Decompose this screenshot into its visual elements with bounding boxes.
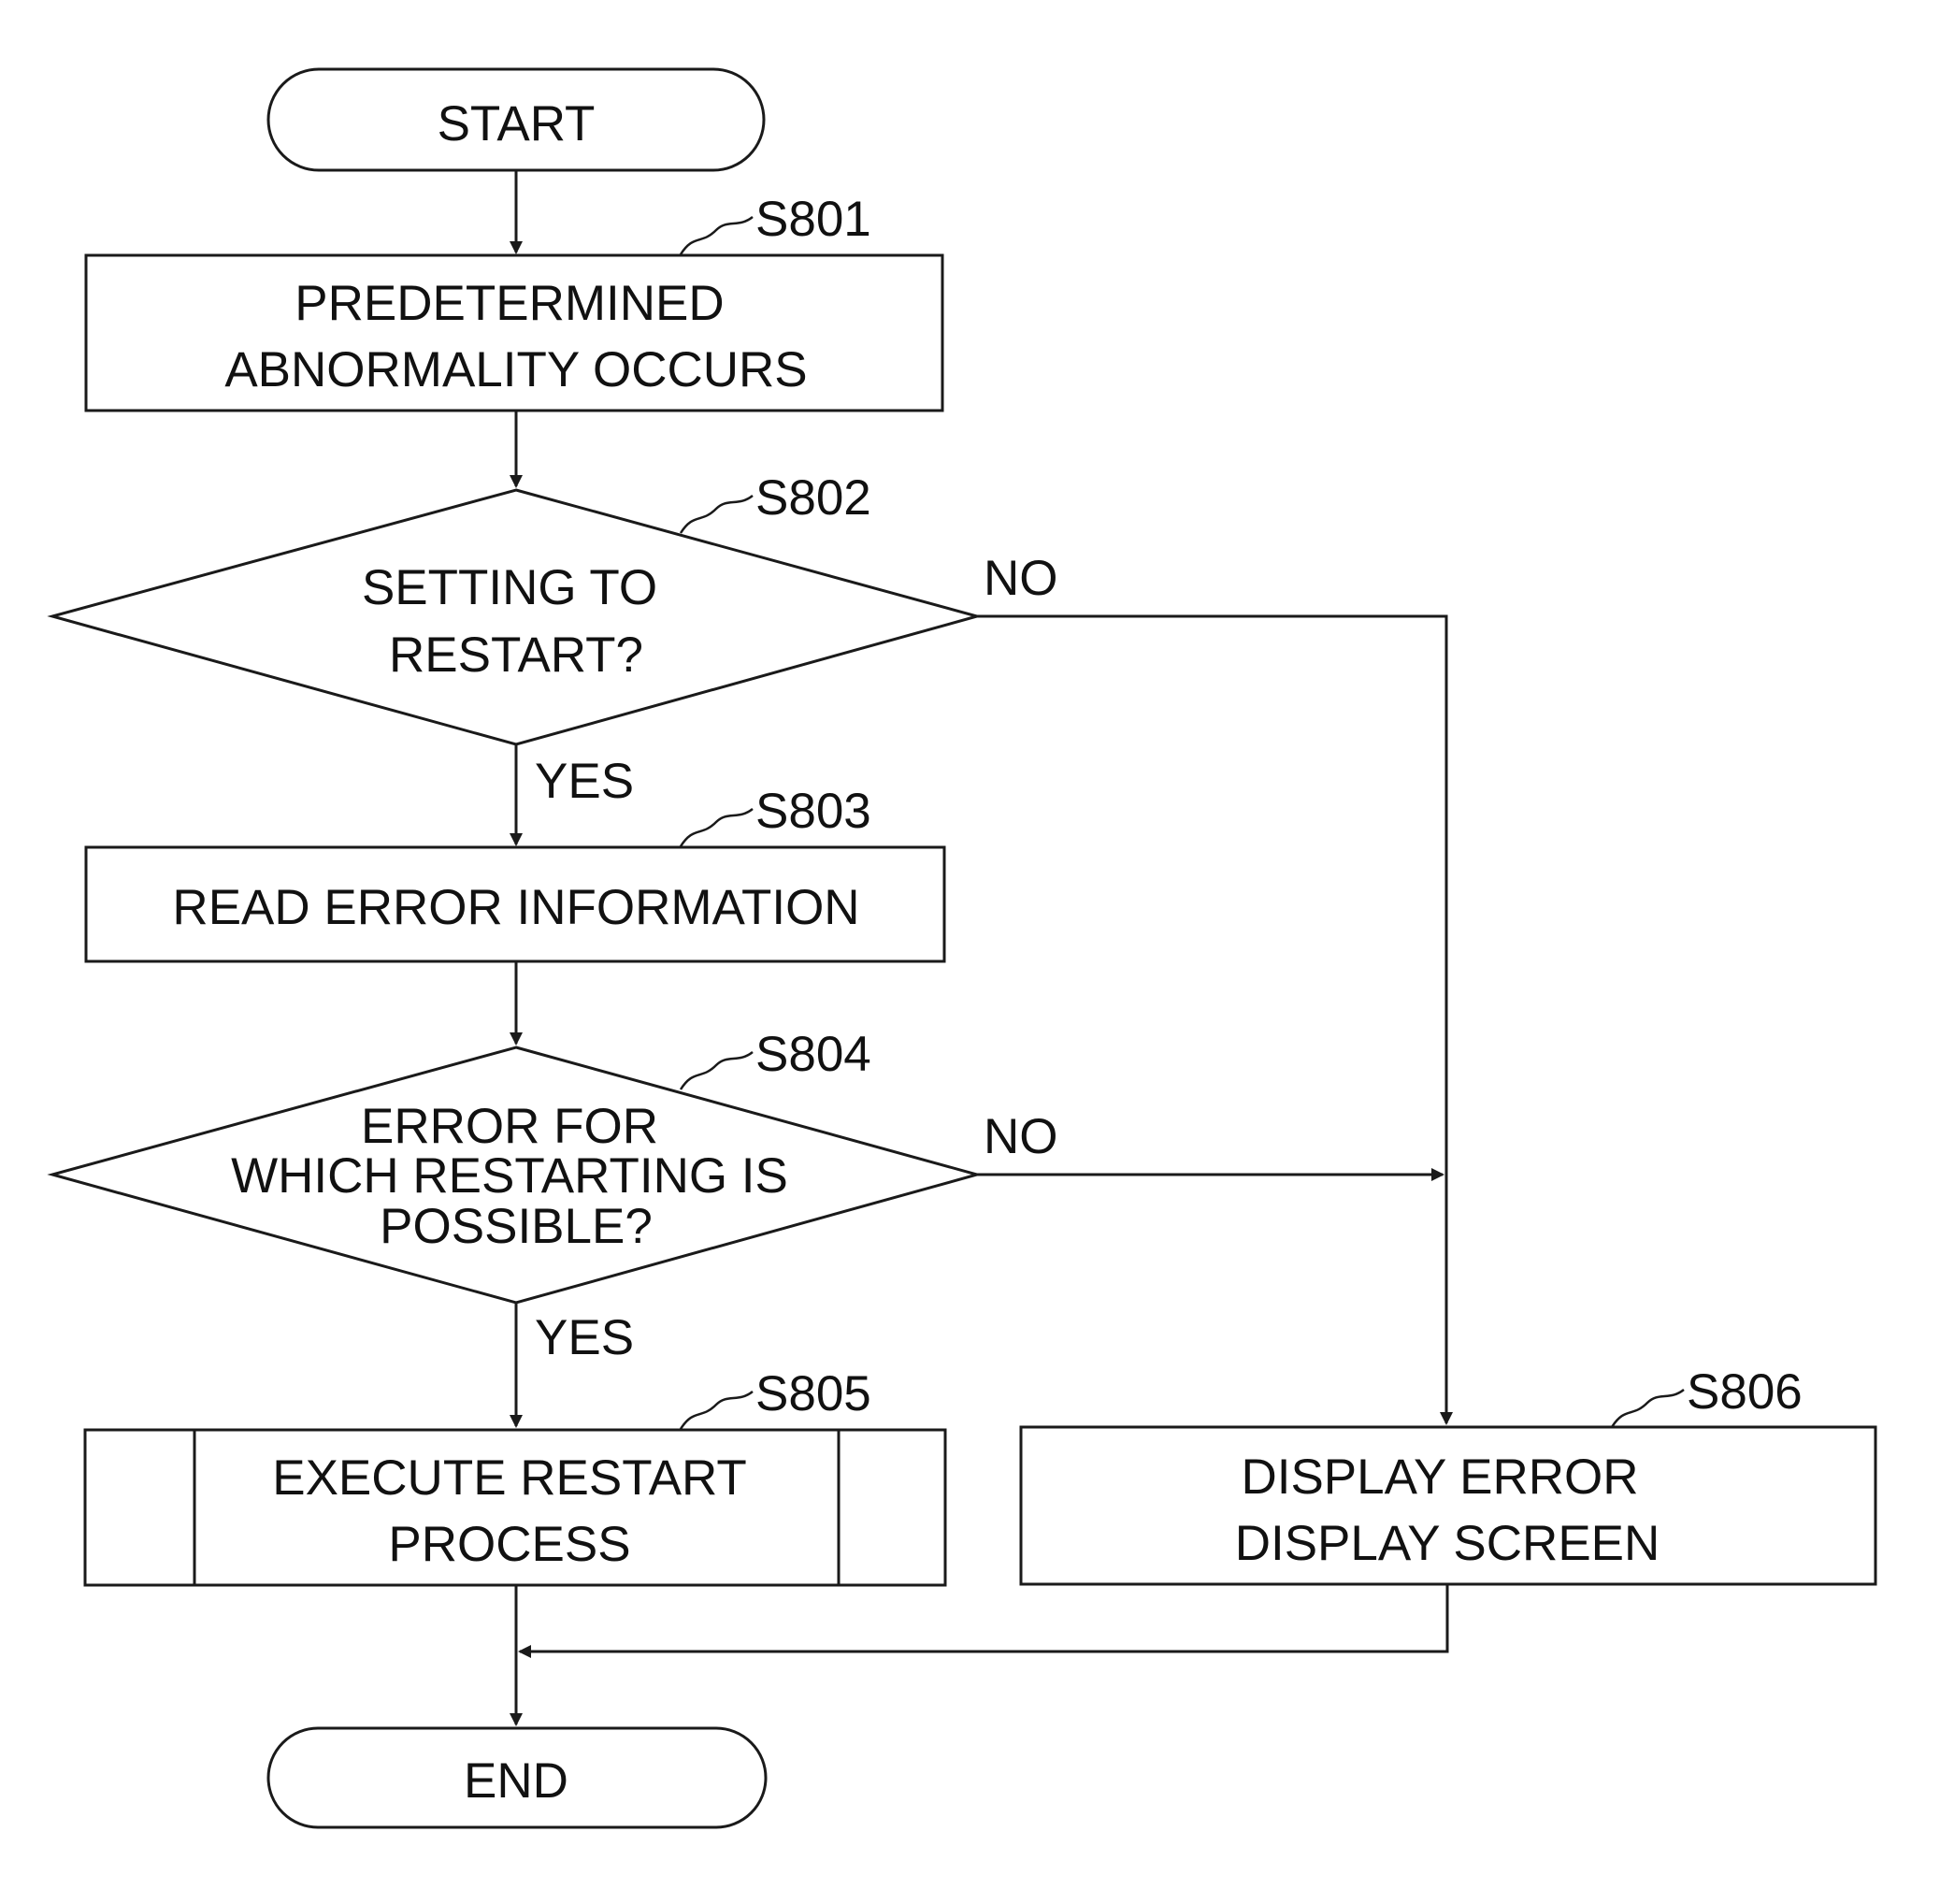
step-s804-id: S804 <box>755 1027 871 1082</box>
start-terminator: START <box>268 69 764 170</box>
step-s805-line-2: PROCESS <box>388 1517 630 1572</box>
step-s805-id: S805 <box>755 1366 871 1421</box>
step-s801-box: PREDETERMINED ABNORMALITY OCCURS <box>86 255 942 411</box>
s804-no-label: NO <box>984 1109 1058 1164</box>
s804-yes-label: YES <box>535 1310 634 1365</box>
step-s803-id: S803 <box>755 784 871 839</box>
step-s804-decision: ERROR FOR WHICH RESTARTING IS POSSIBLE? <box>52 1047 977 1303</box>
step-s801-leader <box>681 217 753 254</box>
step-s806-leader <box>1612 1390 1684 1427</box>
step-s801-line-2: ABNORMALITY OCCURS <box>224 342 807 397</box>
end-label: END <box>464 1753 568 1809</box>
step-s802-id: S802 <box>755 470 871 526</box>
step-s804-line-3: POSSIBLE? <box>380 1199 653 1254</box>
end-terminator: END <box>268 1728 766 1827</box>
s802-no-label: NO <box>984 551 1058 606</box>
step-s804-leader <box>681 1052 753 1089</box>
step-s802-line-1: SETTING TO <box>362 560 657 615</box>
step-s803-line-1: READ ERROR INFORMATION <box>172 880 859 935</box>
step-s806-id: S806 <box>1687 1364 1803 1420</box>
step-s805-box: EXECUTE RESTART PROCESS <box>85 1430 945 1585</box>
step-s802-decision: SETTING TO RESTART? <box>52 490 977 744</box>
connector-s802-no <box>977 616 1446 1423</box>
step-s806-box: DISPLAY ERROR DISPLAY SCREEN <box>1021 1427 1875 1584</box>
start-label: START <box>438 96 596 151</box>
step-s804-line-2: WHICH RESTARTING IS <box>231 1148 788 1204</box>
step-s804-line-1: ERROR FOR <box>361 1099 658 1154</box>
step-s803-box: READ ERROR INFORMATION <box>86 847 944 961</box>
step-s802-line-2: RESTART? <box>389 627 643 683</box>
step-s801-id: S801 <box>755 192 871 247</box>
connector-s806-merge <box>520 1584 1447 1652</box>
step-s806-line-2: DISPLAY SCREEN <box>1235 1516 1660 1571</box>
step-s805-line-1: EXECUTE RESTART <box>272 1450 747 1506</box>
step-s805-leader <box>681 1392 753 1429</box>
step-s801-line-1: PREDETERMINED <box>295 276 724 331</box>
s802-yes-label: YES <box>535 754 634 809</box>
step-s802-leader <box>681 496 753 533</box>
step-s806-line-1: DISPLAY ERROR <box>1241 1450 1638 1505</box>
step-s803-leader <box>681 809 753 846</box>
